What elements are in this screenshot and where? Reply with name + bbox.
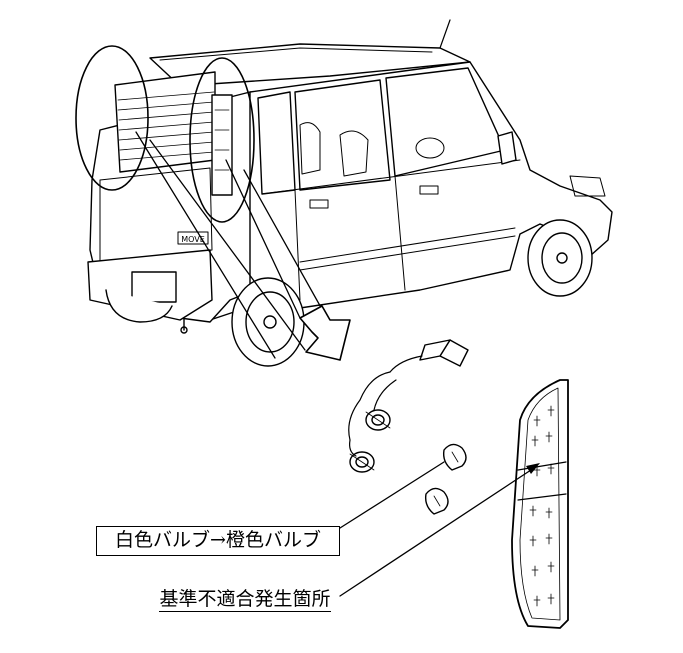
bulb-upper: [442, 443, 467, 471]
leader-lines: [135, 131, 329, 359]
nonconformity-callout: 基準不適合発生箇所: [150, 587, 340, 613]
bulb-socket-lower: [349, 451, 375, 473]
bulb-lower: [424, 487, 449, 515]
vehicle-badge: MOVE: [181, 235, 205, 244]
callout-arrow-lamp: [339, 463, 540, 597]
nonconformity-callout-text: 基準不適合発生箇所: [159, 588, 331, 612]
direction-arrow: [299, 305, 351, 361]
bulb-change-callout: 白色バルブ→橙色バルブ: [96, 526, 340, 556]
rear-lamp-lens: [511, 379, 569, 629]
bulb-socket-upper: [365, 409, 391, 431]
wiring-harness: [348, 339, 469, 473]
rear-left-wheel: [105, 289, 173, 323]
highlight-ellipse-right: [189, 57, 255, 223]
callout-line-bulb: [339, 461, 445, 529]
highlight-ellipse-left: [75, 45, 149, 191]
vehicle-drawing: MOVE: [87, 19, 613, 367]
rear-wheel: [231, 277, 305, 367]
front-wheel: [527, 219, 593, 297]
